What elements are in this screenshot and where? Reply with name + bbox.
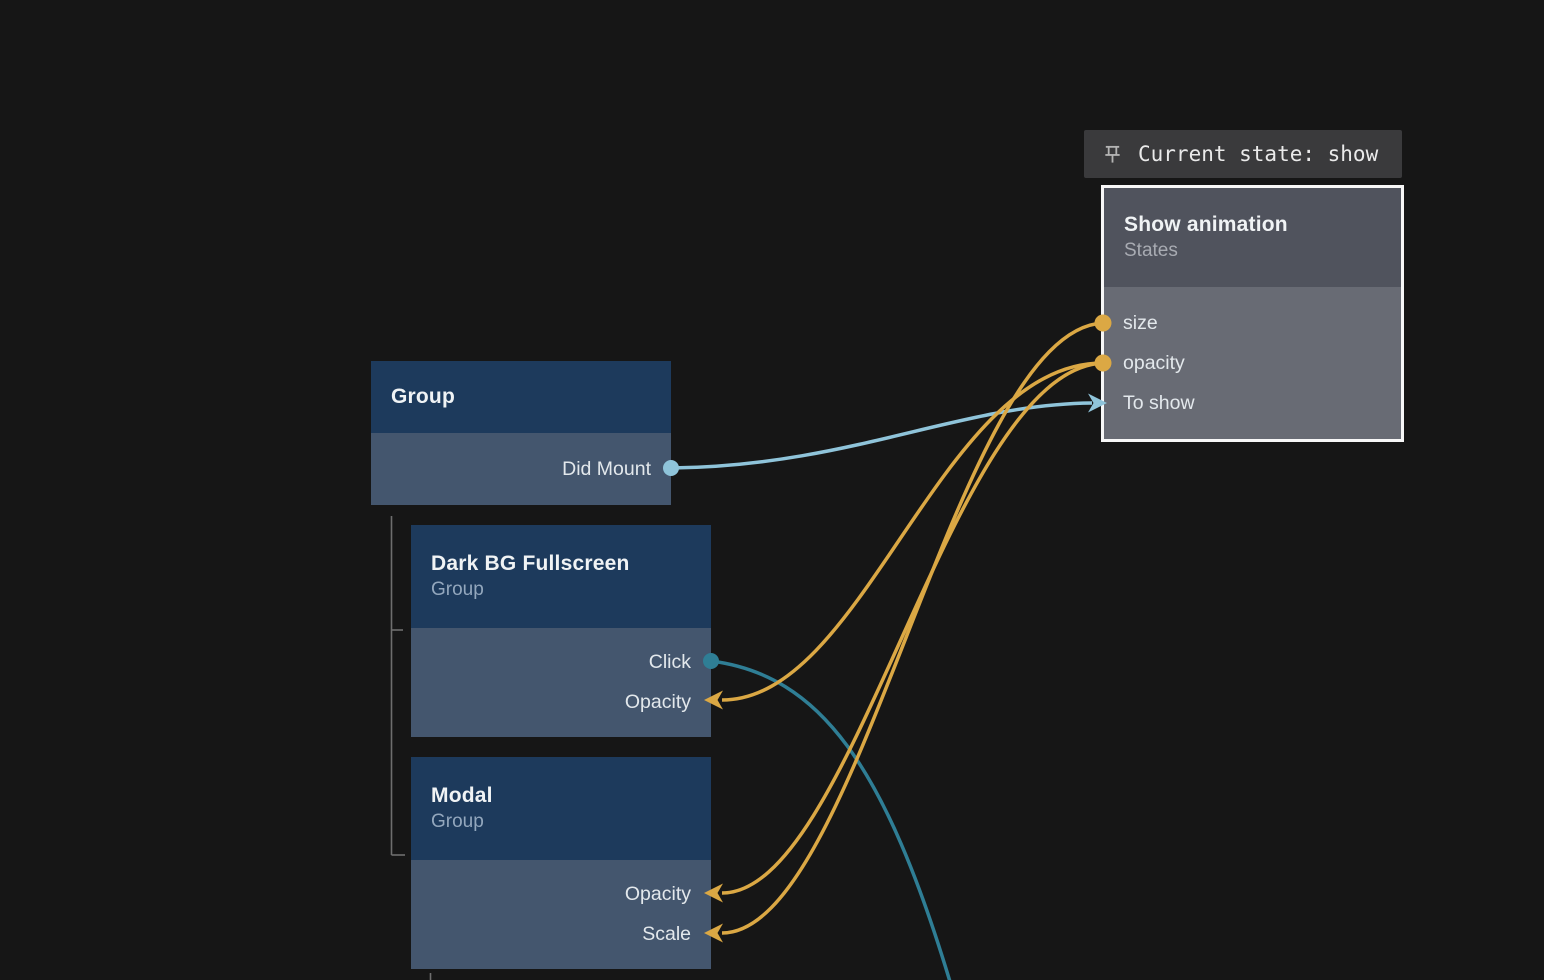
node-header: Show animation States xyxy=(1104,188,1401,287)
node-title: Group xyxy=(391,384,455,408)
edge-opacity-modal-opacity[interactable] xyxy=(721,361,1104,895)
port-opacity-state[interactable]: opacity xyxy=(1104,343,1401,383)
port-label: Opacity xyxy=(624,691,691,713)
node-header: Modal Group xyxy=(411,757,711,860)
node-body: Opacity Scale xyxy=(411,860,711,969)
node-subtitle: Group xyxy=(431,579,484,601)
port-opacity-darkbg[interactable]: Opacity xyxy=(411,683,711,723)
node-subtitle: States xyxy=(1124,240,1178,262)
port-click[interactable]: Click xyxy=(411,643,711,683)
node-modal[interactable]: Modal Group Opacity Scale xyxy=(411,757,711,969)
node-title: Dark BG Fullscreen xyxy=(431,551,630,575)
node-header: Dark BG Fullscreen Group xyxy=(411,525,711,628)
edge-didmount-to-show[interactable] xyxy=(670,401,1093,470)
pushpin-icon[interactable] xyxy=(1102,143,1123,165)
edge-size-modal-scale[interactable] xyxy=(721,321,1104,935)
port-did-mount[interactable]: Did Mount xyxy=(371,449,671,489)
node-title: Modal xyxy=(431,783,493,807)
port-label: Did Mount xyxy=(562,457,651,480)
port-label: opacity xyxy=(1123,351,1185,374)
edge-opacity-darkbg-opacity[interactable] xyxy=(721,361,1104,702)
node-body: size opacity To show xyxy=(1104,287,1401,439)
node-title: Show animation xyxy=(1124,212,1288,236)
node-group[interactable]: Group Did Mount xyxy=(371,361,671,505)
node-show-animation[interactable]: Show animation States size opacity To sh… xyxy=(1101,185,1404,442)
node-body: Did Mount xyxy=(371,433,671,505)
port-opacity-modal[interactable]: Opacity xyxy=(411,875,711,915)
port-label: Scale xyxy=(642,923,691,945)
port-size-state[interactable]: size xyxy=(1104,303,1401,343)
current-state-badge[interactable]: Current state: show xyxy=(1084,130,1403,178)
edge-click-offscreen[interactable] xyxy=(710,659,952,980)
node-dark-bg-fullscreen[interactable]: Dark BG Fullscreen Group Click Opacity xyxy=(411,525,711,737)
port-scale-modal[interactable]: Scale xyxy=(411,915,711,955)
node-subtitle: Group xyxy=(431,811,484,833)
port-label: Opacity xyxy=(624,883,691,905)
current-state-text: Current state: show xyxy=(1138,142,1379,166)
port-to-show[interactable]: To show xyxy=(1104,383,1401,423)
port-label: size xyxy=(1123,311,1158,334)
node-body: Click Opacity xyxy=(411,628,711,737)
port-label: To show xyxy=(1123,391,1195,414)
port-label: Click xyxy=(648,651,691,673)
node-header: Group xyxy=(371,361,671,433)
